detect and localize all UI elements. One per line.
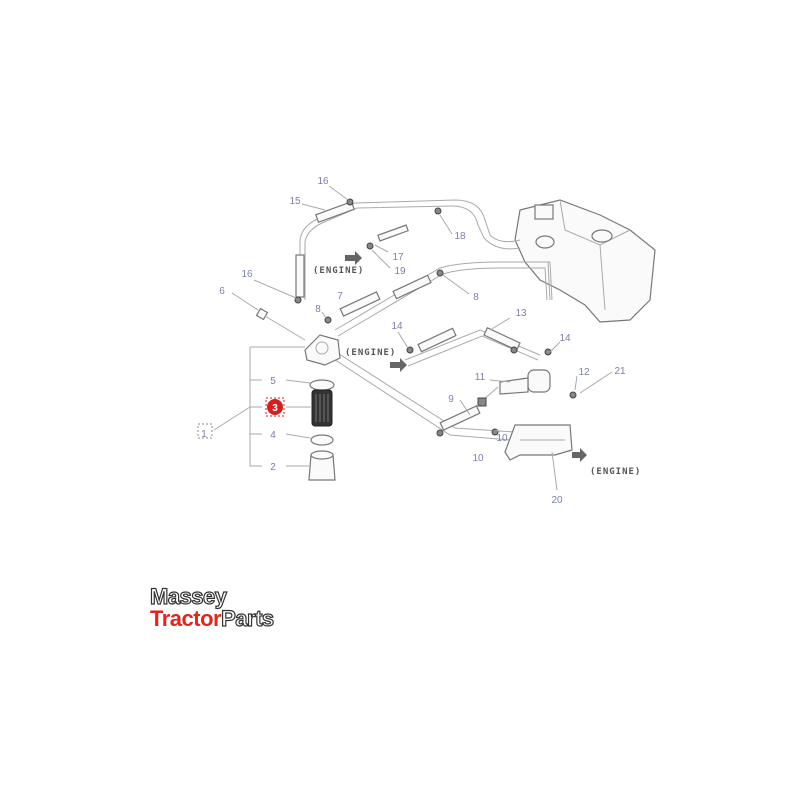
engine-label: (ENGINE): [345, 348, 396, 358]
leader-lines: [231, 185, 613, 491]
logo-word-parts: Parts: [220, 606, 274, 631]
highlighted-callout-3[interactable]: 3: [265, 397, 285, 417]
callout-5[interactable]: 5: [270, 376, 276, 387]
hoses: [295, 200, 521, 431]
callout-21[interactable]: 21: [614, 366, 626, 377]
callout-11[interactable]: 11: [475, 372, 486, 383]
callout-20[interactable]: 20: [551, 495, 563, 506]
callout-9[interactable]: 9: [448, 394, 454, 405]
callout-15[interactable]: 15: [289, 196, 301, 207]
massey-tractor-parts-logo[interactable]: Massey TractorParts: [149, 584, 275, 631]
callout-12[interactable]: 12: [578, 367, 590, 378]
group-bracket: [197, 346, 305, 467]
callout-8[interactable]: 8: [473, 292, 479, 303]
callout-2[interactable]: 2: [270, 462, 276, 473]
engine-label: (ENGINE): [590, 467, 641, 477]
logo-line-tractor-parts: TractorParts: [150, 606, 275, 631]
callout-19[interactable]: 19: [394, 266, 406, 277]
callout-7[interactable]: 7: [337, 291, 343, 302]
callout-16[interactable]: 16: [241, 269, 253, 280]
callout-3-label: 3: [272, 403, 278, 414]
callout-10[interactable]: 10: [472, 453, 484, 464]
engine-labels: (ENGINE) (ENGINE) (ENGINE): [313, 266, 641, 477]
callout-1[interactable]: 1: [201, 429, 207, 440]
fuel-filter-assembly: [255, 307, 341, 481]
engine-arrows: [345, 251, 587, 462]
callout-16[interactable]: 16: [317, 176, 329, 187]
fuel-pump: [477, 369, 573, 461]
callout-18[interactable]: 18: [454, 231, 466, 242]
callout-13[interactable]: 13: [515, 308, 527, 319]
callout-14[interactable]: 14: [391, 321, 403, 332]
callout-4[interactable]: 4: [270, 430, 276, 441]
callout-10[interactable]: 10: [496, 433, 508, 444]
logo-line-massey: Massey: [149, 584, 227, 609]
callout-6[interactable]: 6: [219, 286, 225, 297]
callout-numbers: 16 15 18 17 19 16 6 8 7 8 13 14 14 12 21 5 11 9 4 10 10 2 20 1: [201, 176, 626, 506]
hose-clips: [294, 198, 577, 437]
callout-8[interactable]: 8: [315, 304, 321, 315]
fuel-lines: [299, 199, 553, 441]
logo-word-tractor: Tractor: [150, 606, 222, 631]
engine-label: (ENGINE): [313, 266, 364, 276]
callout-14[interactable]: 14: [559, 333, 571, 344]
callout-17[interactable]: 17: [392, 252, 404, 263]
fuel-tank: [514, 199, 656, 323]
